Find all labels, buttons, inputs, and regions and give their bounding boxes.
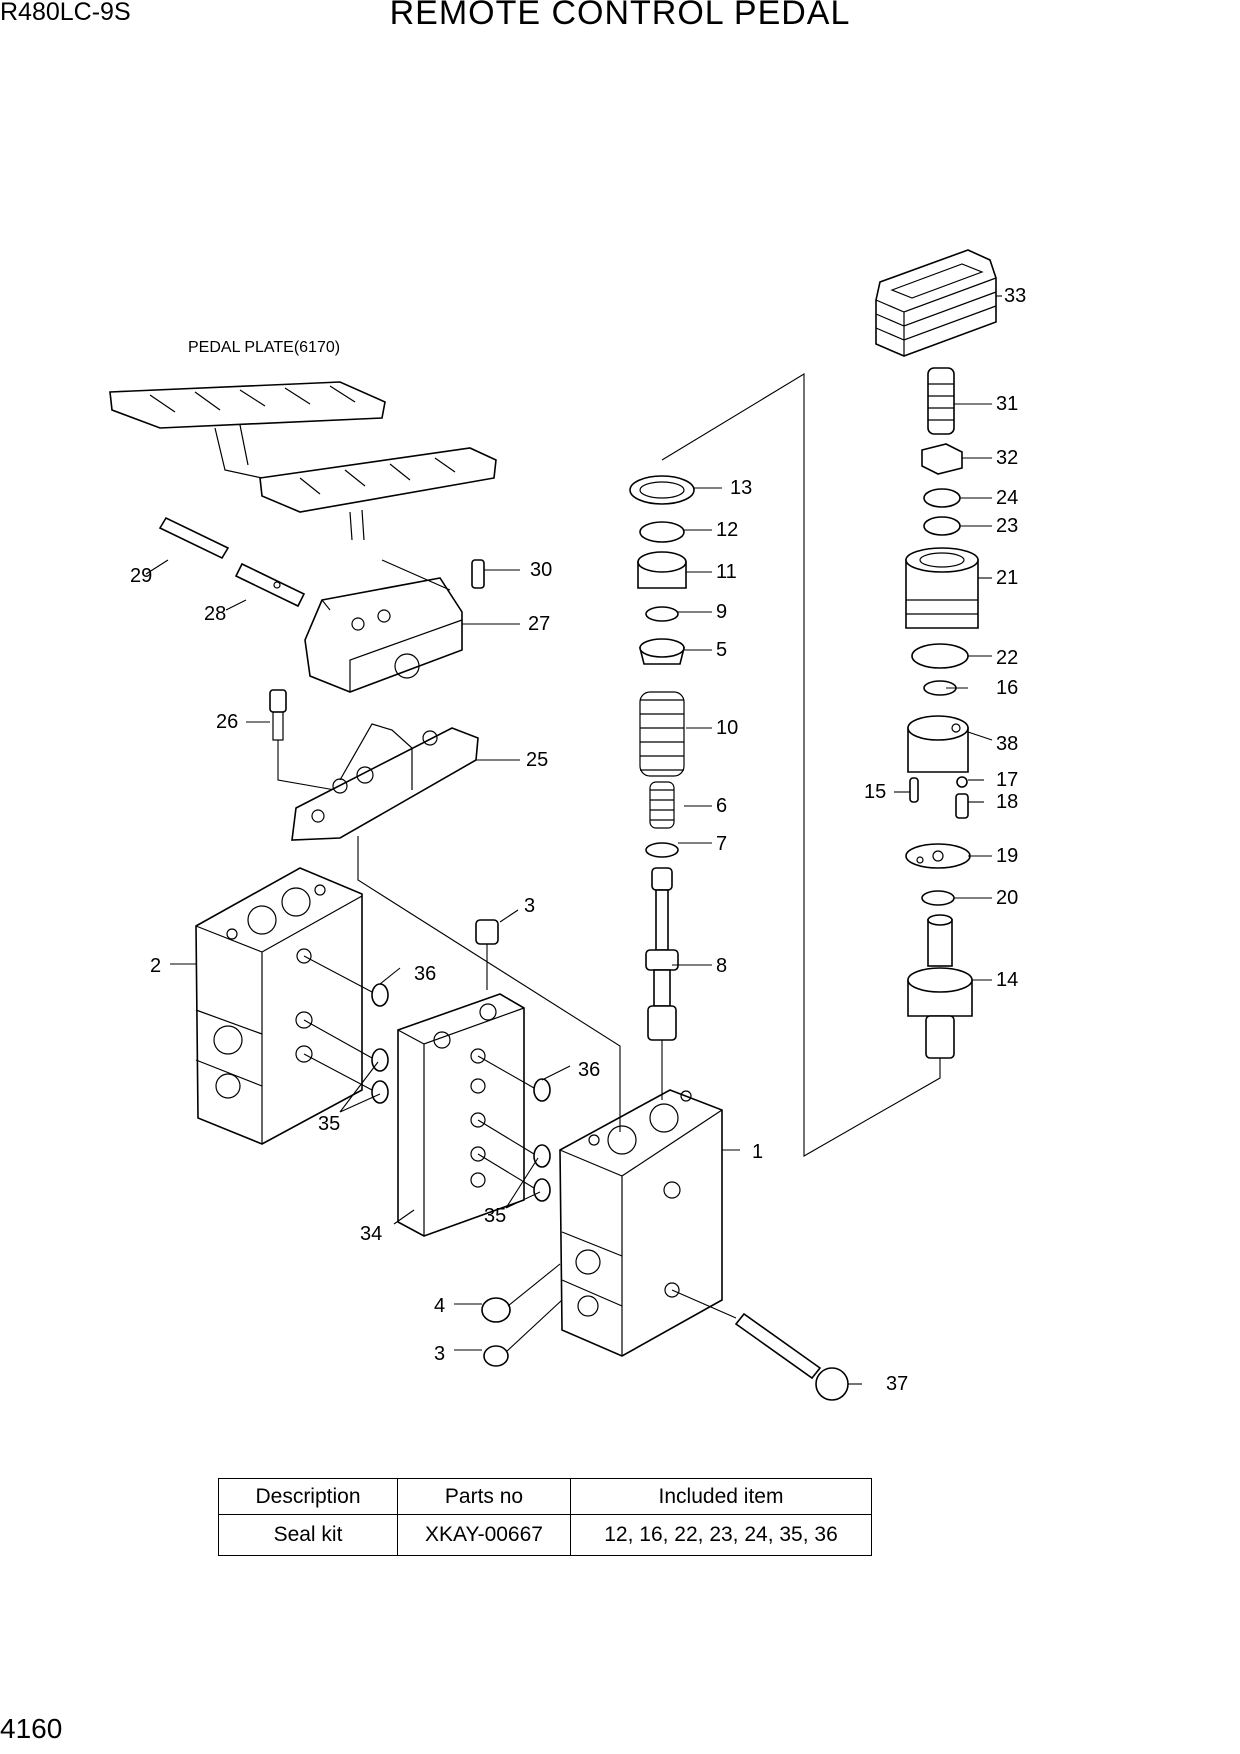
callout-21: 21 [996, 567, 1018, 589]
callout-31: 31 [996, 393, 1018, 415]
callout-25: 25 [526, 749, 548, 771]
header-description: Description [218, 1478, 398, 1515]
callout-18: 18 [996, 791, 1018, 813]
callout-leaders [145, 295, 1002, 1385]
callout-8: 8 [716, 955, 727, 977]
model-name: R480LC-9S [0, 0, 131, 26]
callout-4: 4 [434, 1295, 445, 1317]
callout-29: 29 [130, 565, 152, 587]
callout-2: 2 [150, 955, 161, 977]
callout-23: 23 [996, 515, 1018, 537]
header-parts-no: Parts no [397, 1478, 571, 1515]
valve-body-1-drawing [559, 1089, 723, 1357]
callout-20: 20 [996, 887, 1018, 909]
spacer-block-34-drawing [397, 993, 525, 1237]
assembly-guide-lines [321, 599, 621, 1132]
pedal-plate-note: PEDAL PLATE(6170) [188, 339, 340, 356]
callout-32: 32 [996, 447, 1018, 469]
header-included-item: Included item [570, 1478, 872, 1515]
callout-33: 33 [1004, 285, 1026, 307]
table-row: Seal kit XKAY-00667 12, 16, 22, 23, 24, … [218, 1514, 872, 1556]
callout-17: 17 [996, 769, 1018, 791]
callout-16: 16 [996, 677, 1018, 699]
bracket-27-drawing [304, 559, 463, 693]
page-number: 4160 [0, 1713, 63, 1744]
callout-36-right: 36 [578, 1059, 600, 1081]
plunger-stack-drawing [629, 475, 695, 1100]
callout-9: 9 [716, 601, 727, 623]
callout-34: 34 [360, 1223, 382, 1245]
cell-parts-no: XKAY-00667 [397, 1514, 571, 1556]
pins-drawing [158, 516, 485, 608]
callout-27: 27 [528, 613, 550, 635]
bolt-37-drawing [671, 1289, 849, 1401]
base-plate-25-drawing [291, 723, 479, 841]
callout-30: 30 [530, 559, 552, 581]
table-header-row: Description Parts no Included item [218, 1478, 872, 1515]
cell-description: Seal kit [218, 1514, 398, 1556]
callout-7: 7 [716, 833, 727, 855]
o-rings-drawing [303, 955, 551, 1202]
callout-15: 15 [864, 781, 886, 803]
seal-kit-table: Description Parts no Included item Seal … [218, 1478, 872, 1556]
cover-stack-drawing [661, 249, 997, 1157]
pedal-plate-drawing [109, 381, 497, 541]
callout-28: 28 [204, 603, 226, 625]
cell-included-item: 12, 16, 22, 23, 24, 35, 36 [570, 1514, 872, 1556]
callout-3-top: 3 [524, 895, 535, 917]
callout-13: 13 [730, 477, 752, 499]
callout-36-left: 36 [414, 963, 436, 985]
callout-22: 22 [996, 647, 1018, 669]
valve-body-2-drawing [195, 867, 363, 1145]
callout-38: 38 [996, 733, 1018, 755]
callout-26: 26 [216, 711, 238, 733]
callout-37: 37 [886, 1373, 908, 1395]
callout-10: 10 [716, 717, 738, 739]
callout-12: 12 [716, 519, 738, 541]
callout-11: 11 [716, 561, 737, 583]
callout-14: 14 [996, 969, 1018, 991]
callout-1: 1 [752, 1141, 763, 1163]
callout-35-left: 35 [318, 1113, 340, 1135]
callout-6: 6 [716, 795, 727, 817]
page-title: REMOTE CONTROL PEDAL [389, 0, 851, 32]
callout-3-bottom: 3 [434, 1343, 445, 1365]
bolt-26-drawing [269, 689, 336, 791]
callout-35-right: 35 [484, 1205, 506, 1227]
callout-5: 5 [716, 639, 727, 661]
plug-3-top-drawing [475, 919, 499, 990]
callout-24: 24 [996, 487, 1018, 509]
plugs-bottom-drawing [481, 1263, 563, 1367]
callout-19: 19 [996, 845, 1018, 867]
